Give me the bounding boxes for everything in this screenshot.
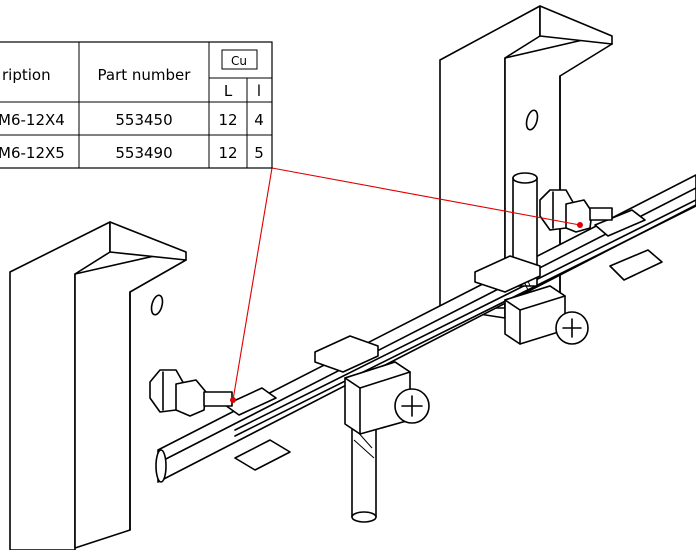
header-part-number: Part number: [98, 66, 192, 84]
row2-part-number: 553490: [115, 144, 172, 162]
row1-part-number: 553450: [115, 111, 172, 129]
center-clamp: [314, 335, 430, 435]
callout-lines: [230, 167, 583, 403]
row1-description: M6-12X4: [0, 111, 65, 129]
right-bracket-hole: [525, 109, 539, 131]
row2-description: M6-12X5: [0, 144, 65, 162]
callout-dot-left: [230, 397, 236, 403]
row1-L: 12: [218, 111, 237, 129]
header-material: Cu: [231, 54, 247, 68]
vertical-rod-lower: [351, 424, 377, 523]
header-description: ription: [2, 66, 51, 84]
row1-l: 4: [254, 111, 264, 129]
bar-clips: [224, 209, 663, 471]
left-c-channel: [9, 221, 187, 550]
header-l: l: [257, 82, 261, 100]
bar-end-cap: [155, 449, 167, 483]
header-L: L: [224, 82, 233, 100]
row2-l: 5: [254, 144, 264, 162]
right-clamp: [474, 255, 589, 345]
left-hex-bolt: [149, 369, 233, 417]
part-table: ription Part number Cu L l M6-12X4 55345…: [0, 41, 273, 169]
left-bracket-hole: [150, 294, 164, 316]
callout-dot-right: [577, 222, 583, 228]
row2-L: 12: [218, 144, 237, 162]
